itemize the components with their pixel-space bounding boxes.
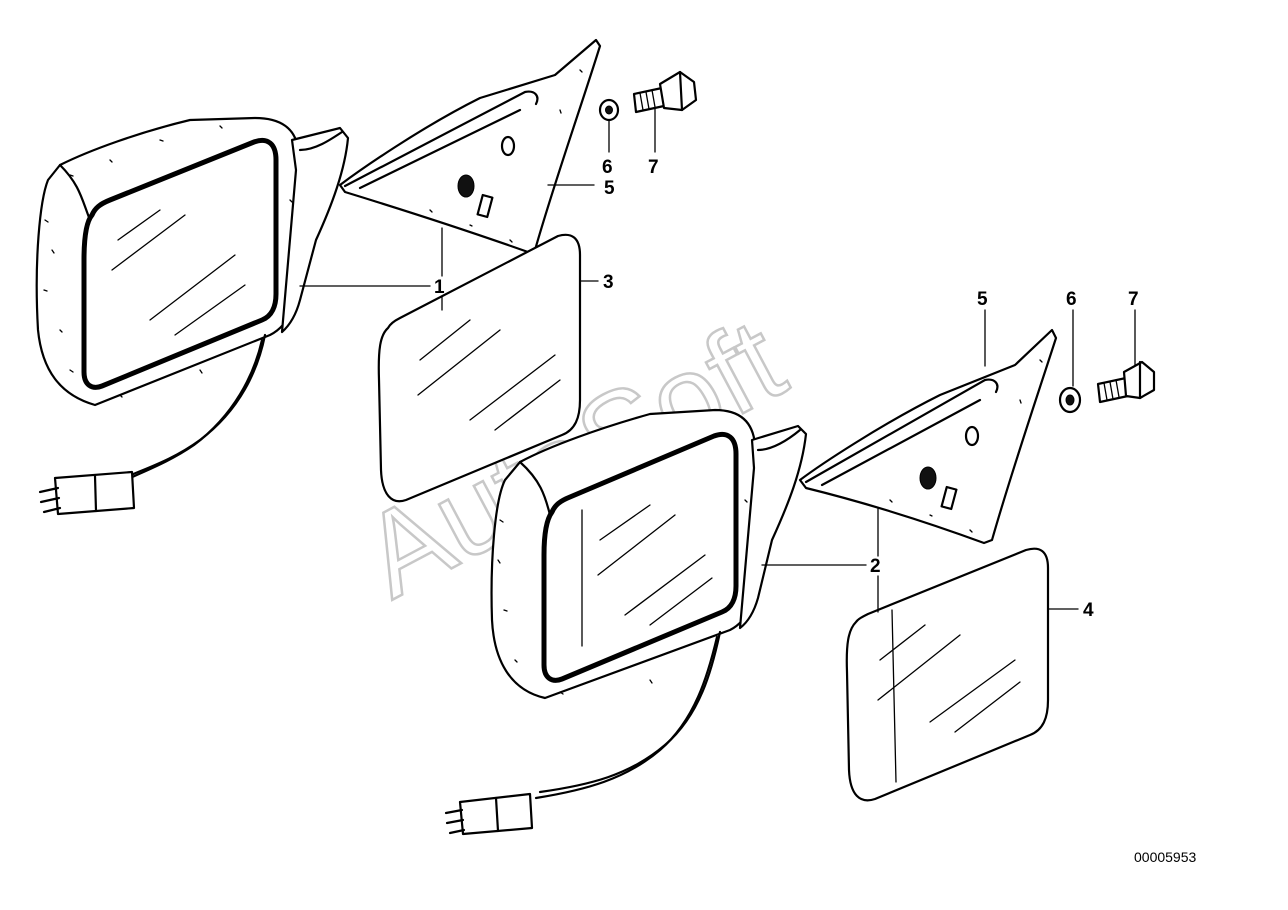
callout-5-left: 5 <box>604 178 615 199</box>
document-number: 00005953 <box>1134 849 1197 865</box>
callout-7-left: 7 <box>648 157 659 178</box>
callout-3: 3 <box>603 272 614 293</box>
bolt-right <box>1096 360 1156 404</box>
callout-6-left: 6 <box>602 157 613 178</box>
mirror-glass-left <box>377 233 582 503</box>
mirror-assembly-left <box>35 116 350 516</box>
callout-2: 2 <box>870 556 881 577</box>
mounting-bracket-right <box>798 328 1058 545</box>
callout-7-right: 7 <box>1128 289 1139 310</box>
washer-left <box>598 98 620 122</box>
callout-6-right: 6 <box>1066 289 1077 310</box>
callout-1: 1 <box>434 277 445 298</box>
leader-lines <box>299 107 1136 613</box>
mounting-bracket-left <box>338 38 602 254</box>
bolt-left <box>632 70 698 114</box>
mirror-assembly-right <box>444 408 808 836</box>
callout-5-right: 5 <box>977 289 988 310</box>
callout-4: 4 <box>1083 600 1094 621</box>
mirror-glass-right <box>845 547 1050 802</box>
washer-right <box>1058 386 1082 414</box>
